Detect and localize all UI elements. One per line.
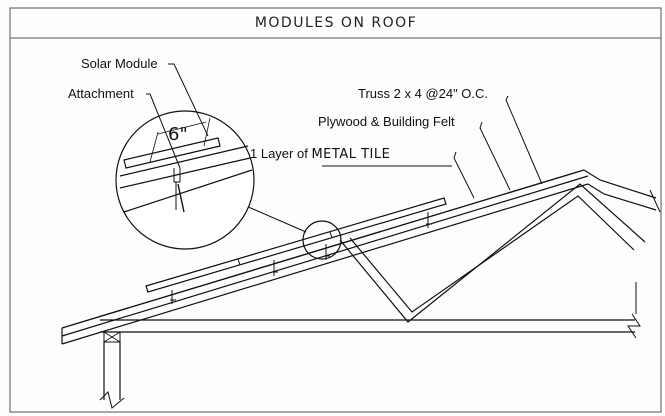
label-truss: Truss 2 x 4 @24" O.C. <box>358 86 489 101</box>
plywood-leader <box>479 121 511 191</box>
roof-line-bottom <box>61 183 589 345</box>
label-attachment: Attachment <box>68 86 134 101</box>
ridge-right <box>583 169 657 199</box>
label-metal-tile-line: 1 Layer of METAL TILE <box>250 146 390 162</box>
metal-tile-leader <box>453 151 475 199</box>
roof-line-top <box>61 169 585 329</box>
solar-module-leader <box>168 63 209 137</box>
attachment-leader <box>146 93 181 169</box>
label-solar-module: Solar Module <box>81 56 158 71</box>
label-metal-tile: METAL TILE <box>311 147 391 162</box>
label-plywood: Plywood & Building Felt <box>318 114 455 129</box>
outer-frame <box>9 7 662 413</box>
module-joint-1 <box>237 258 241 266</box>
label-layer-prefix: 1 Layer of <box>250 146 308 161</box>
detail-leader-line <box>245 205 307 233</box>
sheet-title: MODULES ON ROOF <box>254 15 418 31</box>
solar-module-panel <box>145 197 447 293</box>
module-joint-2 <box>329 231 333 239</box>
attachment-bracket <box>170 212 432 304</box>
wall-post-cap <box>103 331 121 343</box>
ridge-right-lower <box>587 183 657 211</box>
truss-web-outer <box>339 183 646 323</box>
detail-contents <box>119 117 253 213</box>
truss-leader <box>505 95 543 185</box>
ridge-break <box>649 189 661 213</box>
wall-post-cap-x2 <box>103 331 121 343</box>
dimension-label: 6" <box>168 124 188 145</box>
wall-post-break <box>99 391 125 409</box>
detail-callout-circle <box>302 220 342 260</box>
truss-web-inner <box>349 195 635 313</box>
chord-break <box>627 313 641 339</box>
